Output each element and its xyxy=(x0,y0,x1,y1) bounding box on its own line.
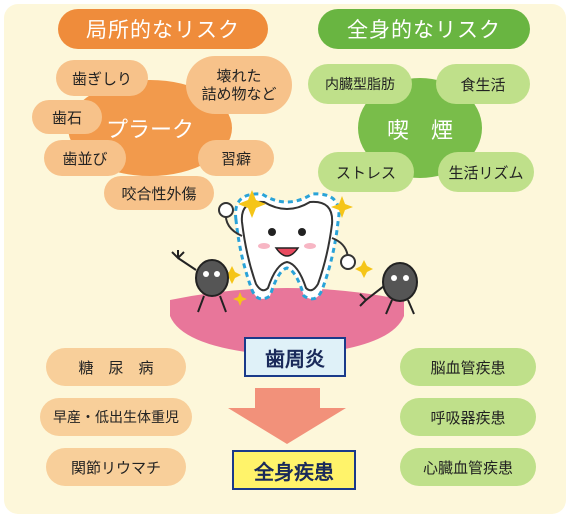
risk-stress: ストレス xyxy=(318,152,414,192)
risk-alignment: 歯並び xyxy=(44,140,126,176)
risk-lifestyle-rhythm: 生活リズム xyxy=(438,152,534,192)
risk-occlusal-trauma: 咬合性外傷 xyxy=(104,176,214,210)
down-arrow xyxy=(228,388,346,444)
local-risk-title: 局所的なリスク xyxy=(58,9,268,49)
disease-preterm-birth: 早産・低出生体重児 xyxy=(40,398,192,436)
disease-diabetes: 糖 尿 病 xyxy=(46,348,186,386)
systemic-risk-title: 全身的なリスク xyxy=(318,9,530,49)
risk-bruxism: 歯ぎしり xyxy=(56,60,148,96)
disease-cerebrovascular: 脳血管疾患 xyxy=(400,348,536,386)
right-germ-icon xyxy=(359,262,418,315)
risk-visceral-fat: 内臓型脂肪 xyxy=(308,64,412,104)
sparkle-icons xyxy=(223,190,373,306)
plaque-label: プラーク xyxy=(105,118,194,143)
smoking-label: 喫 煙 xyxy=(386,119,453,144)
tooth-character xyxy=(218,192,356,301)
risk-broken-filling: 壊れた 詰め物など xyxy=(186,56,292,114)
left-germ-icon xyxy=(171,250,229,313)
disease-rheumatoid-arthritis: 関節リウマチ xyxy=(46,448,186,486)
disease-respiratory: 呼吸器疾患 xyxy=(400,398,536,436)
systemic-disease-label: 全身疾患 xyxy=(232,450,356,490)
risk-tartar: 歯石 xyxy=(32,100,102,134)
risk-habits: 習癖 xyxy=(198,140,274,176)
periodontitis-label: 歯周炎 xyxy=(244,337,346,377)
disease-cardiovascular: 心臓血管疾患 xyxy=(400,448,536,486)
risk-diet: 食生活 xyxy=(436,64,530,104)
